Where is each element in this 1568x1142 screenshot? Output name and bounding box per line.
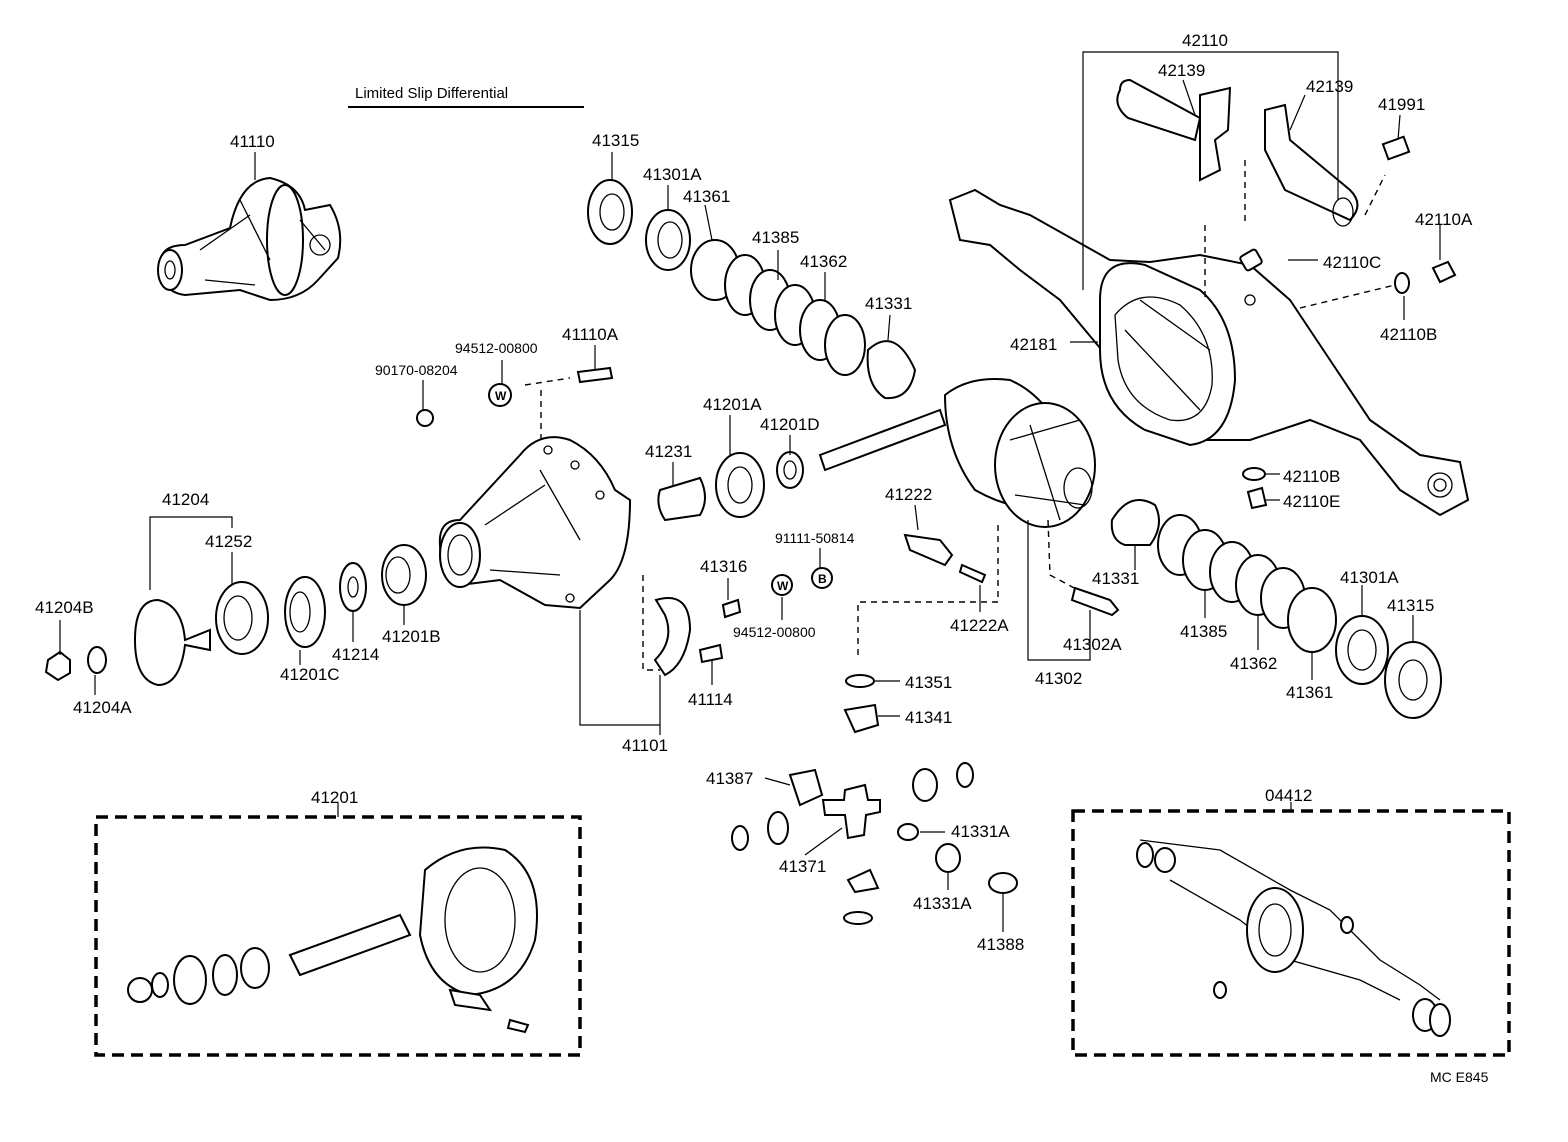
label-41331-b: 41331: [1092, 569, 1139, 588]
clutch-pack-lower: [1110, 499, 1442, 719]
label-42110B-b: 42110B: [1283, 467, 1340, 486]
label-41231: 41231: [645, 442, 692, 461]
label-41387: 41387: [706, 769, 753, 788]
label-42110E: 42110E: [1283, 492, 1340, 511]
label-41362-b: 41362: [1230, 654, 1277, 673]
label-42110A: 42110A: [1415, 210, 1473, 229]
label-41361-a: 41361: [683, 187, 730, 206]
label-41301A-b: 41301A: [1340, 568, 1399, 587]
detail-box-axle-housing: [1071, 809, 1511, 1057]
label-41302: 41302: [1035, 669, 1082, 688]
bolt-symbol: B: [811, 567, 833, 589]
clutch-pack-upper: [587, 179, 917, 400]
label-41201C: 41201C: [280, 665, 340, 684]
svg-text:Limited Slip Differential: Limited Slip Differential: [355, 85, 508, 102]
diagram-title: Limited Slip Differential: [348, 85, 584, 108]
label-41201: 41201: [311, 788, 358, 807]
label-42110: 42110: [1182, 31, 1228, 50]
label-41331A-a: 41331A: [951, 822, 1010, 841]
label-41222: 41222: [885, 485, 932, 504]
label-41351: 41351: [905, 673, 952, 692]
label-41101: 41101: [622, 736, 668, 755]
label-41388: 41388: [977, 935, 1024, 954]
part-labels: 42110 42139 42139 41991 42110A 42110C 42…: [35, 31, 1473, 954]
svg-text:W: W: [495, 389, 507, 403]
label-41302A: 41302A: [1063, 635, 1122, 654]
washer-symbol-b: W: [771, 574, 793, 596]
label-04412: 04412: [1265, 786, 1312, 805]
label-41204A: 41204A: [73, 698, 132, 717]
label-41331-a: 41331: [865, 294, 912, 313]
axle-tubes: [1116, 78, 1411, 227]
label-90170: 90170-08204: [375, 362, 458, 378]
label-42181: 42181: [1010, 335, 1057, 354]
label-41201B: 41201B: [382, 627, 441, 646]
differential-case: [818, 378, 1096, 528]
label-41114: 41114: [688, 690, 733, 709]
spider-gear-set: [731, 762, 1018, 925]
label-41341: 41341: [905, 708, 952, 727]
label-41201A: 41201A: [703, 395, 762, 414]
label-41301A-a: 41301A: [643, 165, 702, 184]
label-94512-b: 94512-00800: [733, 624, 816, 640]
differential-carrier-assembly: [157, 176, 342, 302]
label-42110C: 42110C: [1323, 253, 1381, 272]
label-41991: 41991: [1378, 95, 1425, 114]
label-41214: 41214: [332, 645, 379, 664]
label-41201D: 41201D: [760, 415, 820, 434]
label-41204B: 41204B: [35, 598, 94, 617]
label-41315-a: 41315: [592, 131, 639, 150]
label-41204: 41204: [162, 490, 209, 509]
label-42110B-a: 42110B: [1380, 325, 1437, 344]
label-41316: 41316: [700, 557, 747, 576]
label-41110A: 41110A: [562, 325, 619, 344]
label-41371: 41371: [779, 857, 826, 876]
breather-plug: [1239, 248, 1457, 510]
label-41361-b: 41361: [1286, 683, 1333, 702]
small-hardware: [416, 366, 1120, 734]
label-94512-a: 94512-00800: [455, 340, 538, 356]
label-41331A-b: 41331A: [913, 894, 972, 913]
carrier-housing: [438, 436, 632, 610]
label-41385-b: 41385: [1180, 622, 1227, 641]
label-41222A: 41222A: [950, 616, 1009, 635]
axle-housing: [948, 188, 1470, 517]
label-41315-b: 41315: [1387, 596, 1434, 615]
washer-symbol-a: W: [488, 383, 512, 407]
label-42139-a: 42139: [1158, 61, 1205, 80]
label-42139-b: 42139: [1306, 77, 1353, 96]
label-41385-a: 41385: [752, 228, 799, 247]
svg-text:B: B: [818, 572, 827, 586]
label-91111: 91111-50814: [775, 530, 855, 546]
pinion-bearings-row: [44, 544, 427, 687]
label-41252: 41252: [205, 532, 252, 551]
svg-text:W: W: [777, 579, 789, 593]
pinion-bearings-center: [657, 451, 804, 522]
detail-box-ring-pinion: [94, 815, 582, 1057]
leader-lines: [59, 51, 1441, 932]
footer-code: MC E845: [1430, 1069, 1489, 1085]
label-41110: 41110: [230, 132, 275, 151]
label-41362-a: 41362: [800, 252, 847, 271]
